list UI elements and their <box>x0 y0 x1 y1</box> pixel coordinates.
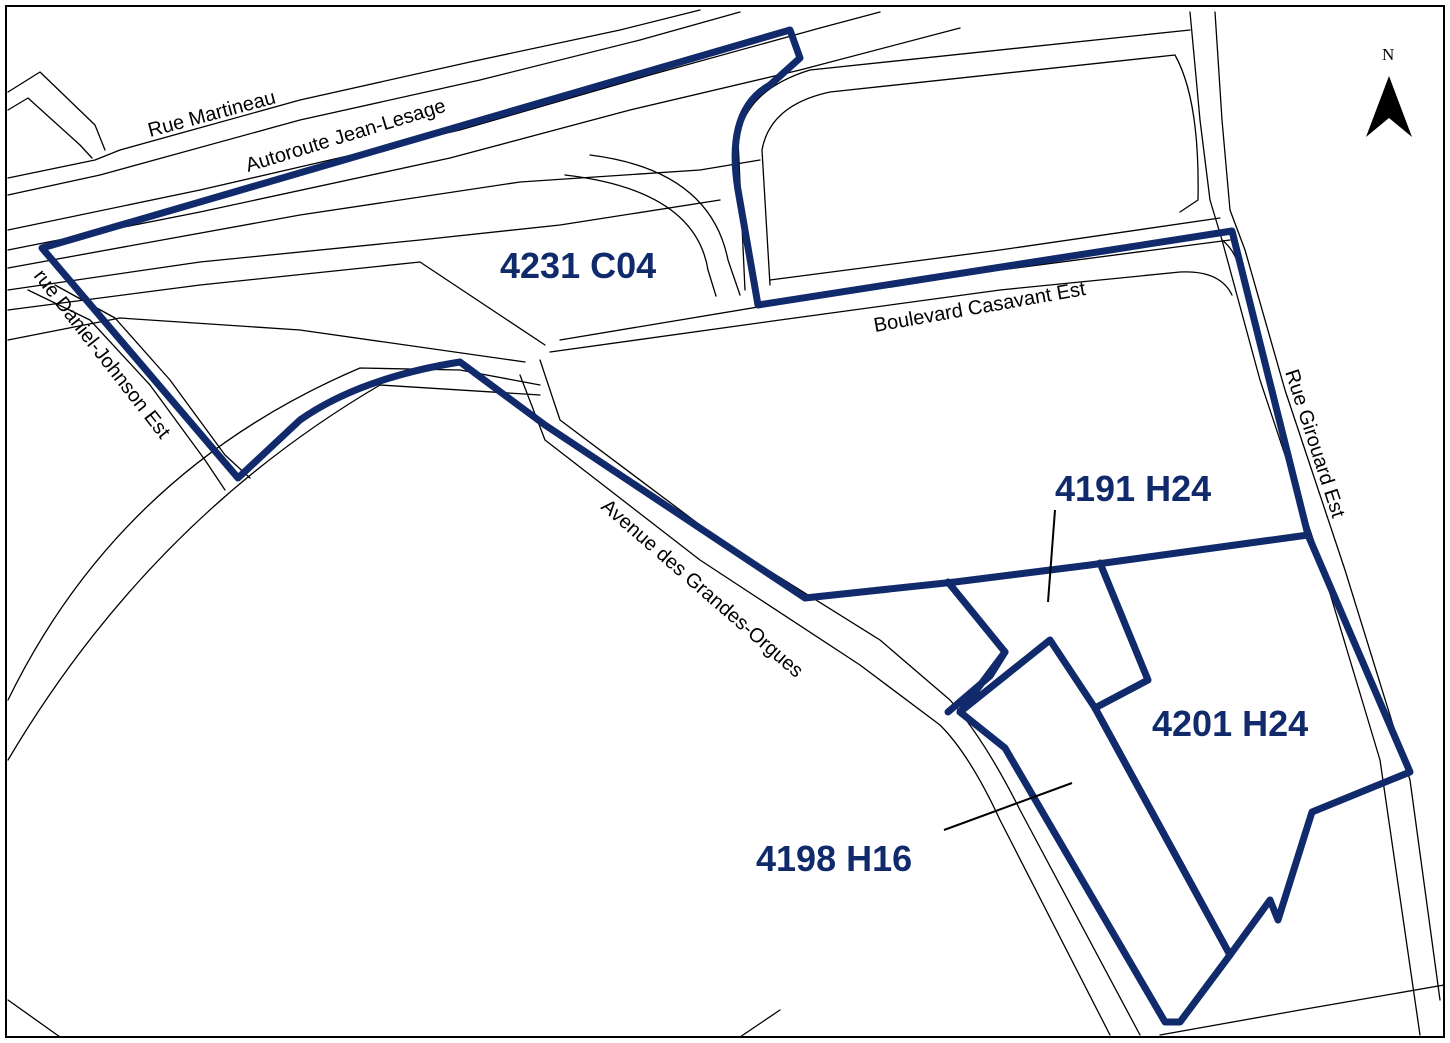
road-rue-martineau <box>7 9 701 179</box>
north-arrow-label: N <box>1382 45 1394 64</box>
road-grandes-orgues-south-edge <box>519 374 1111 1036</box>
road-casavant-top <box>769 217 1221 281</box>
road-southwest-arc-outer <box>7 367 541 701</box>
road-northwest-street <box>7 71 106 151</box>
north-arrow: N <box>1366 45 1412 137</box>
zone-label-4191: 4191 H24 <box>1055 468 1211 509</box>
zone-boundaries <box>38 26 1414 1026</box>
road-south-street <box>739 1009 781 1038</box>
zone-4198-west-edge <box>944 648 1009 716</box>
road-southwest-arc-inner <box>7 384 541 761</box>
north-arrow-icon <box>1366 76 1412 137</box>
road-autoroute-south-edge <box>7 27 961 251</box>
zone-4201-boundary <box>1091 531 1414 959</box>
road-rue-martineau-edge <box>7 11 741 196</box>
zone-label-4231: 4231 C04 <box>500 245 656 286</box>
road-southeast-street <box>1159 984 1445 1036</box>
road-ramp-curve-outer <box>589 154 741 296</box>
map-frame <box>5 5 1445 1038</box>
road-casavant-south-edge <box>7 271 1233 363</box>
zone-4198-leader <box>943 782 1073 831</box>
road-southwest-corner <box>7 999 61 1038</box>
road-northwest-street-edge <box>7 97 93 159</box>
road-ramp-curve-inner <box>564 174 717 297</box>
road-autoroute-median <box>7 159 761 269</box>
road-northeast-loop-inner <box>761 54 1199 286</box>
road-autoroute-ramp <box>7 199 721 291</box>
zone-label-4198: 4198 H16 <box>756 838 912 879</box>
zone-label-4201: 4201 H24 <box>1152 703 1308 744</box>
road-autoroute-north-edge <box>7 11 881 231</box>
road-daniel-johnson-west-edge <box>27 289 226 491</box>
zone-4231-boundary <box>38 26 1312 602</box>
road-grandes-orgues-north-edge <box>539 359 1141 1036</box>
road-girouard-west-edge <box>1189 11 1421 1036</box>
zone-4191-leader <box>1047 509 1056 603</box>
